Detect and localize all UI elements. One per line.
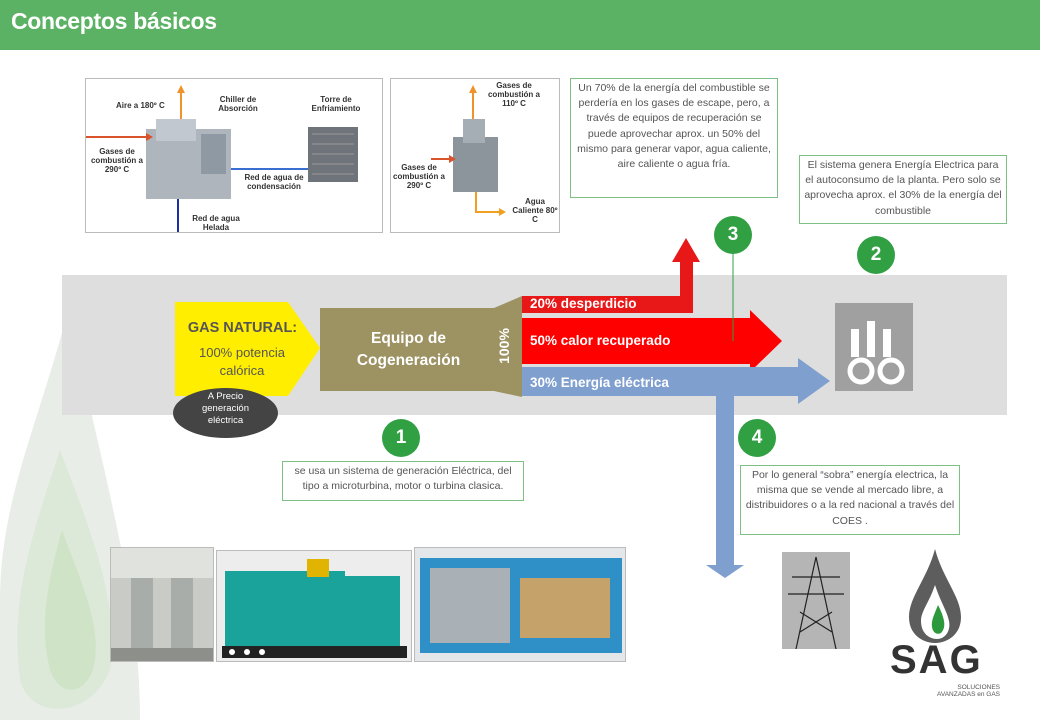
step-3-badge: 3	[714, 216, 752, 254]
heat-recovery-diagram: Gases de combustión a 110º C Gases de co…	[390, 78, 560, 233]
microturbine-photo	[110, 547, 214, 662]
turbine-photo	[414, 547, 626, 662]
gases-label: Gases de combustión a 290º C	[90, 147, 143, 175]
gases-in-label: Gases de combustión a 290º C	[393, 163, 446, 191]
heat-label: 50% calor recuperado	[530, 333, 671, 348]
air-label: Aire a 180º C	[116, 101, 165, 110]
tower-label: Torre de Enfriamiento	[311, 95, 361, 114]
sag-letters: SAG	[890, 638, 983, 682]
step-1-badge: 1	[382, 419, 420, 457]
page-title: Conceptos básicos	[11, 8, 217, 34]
price-badge: A Precio generación eléctrica	[173, 388, 278, 438]
gas-natural-subtitle: 100% potencia calórica	[198, 345, 285, 378]
step-3-note: Un 70% de la energía del combustible se …	[570, 78, 778, 198]
total-percent: 100%	[496, 328, 512, 364]
chiller-label: Chiller de Absorción	[218, 95, 258, 114]
gases-out-label: Gases de combustión a 110º C	[487, 81, 540, 109]
hot-water-label: Agua Caliente 80º C	[512, 197, 558, 225]
generator-photo	[216, 550, 412, 662]
gas-natural-title: GAS NATURAL:	[187, 320, 298, 336]
condensation-label: Red de agua de condensación	[244, 173, 304, 192]
waste-label: 20% desperdicio	[530, 296, 637, 311]
step-4-note: Por lo general “sobra” energía electrica…	[740, 465, 960, 535]
sag-drop-logo-icon	[909, 549, 961, 643]
leaf-decoration	[0, 310, 140, 720]
factory-icon	[835, 303, 913, 391]
chilled-water-label: Red de agua Helada	[192, 214, 240, 233]
absorption-chiller-diagram: Aire a 180º C Chiller de Absorción Torre…	[85, 78, 383, 233]
header-bar	[0, 0, 1040, 50]
equipment-title: Equipo de Cogeneración	[356, 330, 461, 369]
sag-tagline: SOLUCIONES AVANZADAS en GAS	[937, 684, 1000, 699]
step-1-note: se usa un sistema de generación Eléctric…	[282, 461, 524, 501]
electric-label: 30% Energía eléctrica	[530, 375, 669, 390]
power-tower-photo	[782, 552, 850, 650]
step-2-note: El sistema genera Energía Electrica para…	[799, 155, 1007, 224]
step-4-badge: 4	[738, 419, 776, 457]
step-2-badge: 2	[857, 236, 895, 274]
